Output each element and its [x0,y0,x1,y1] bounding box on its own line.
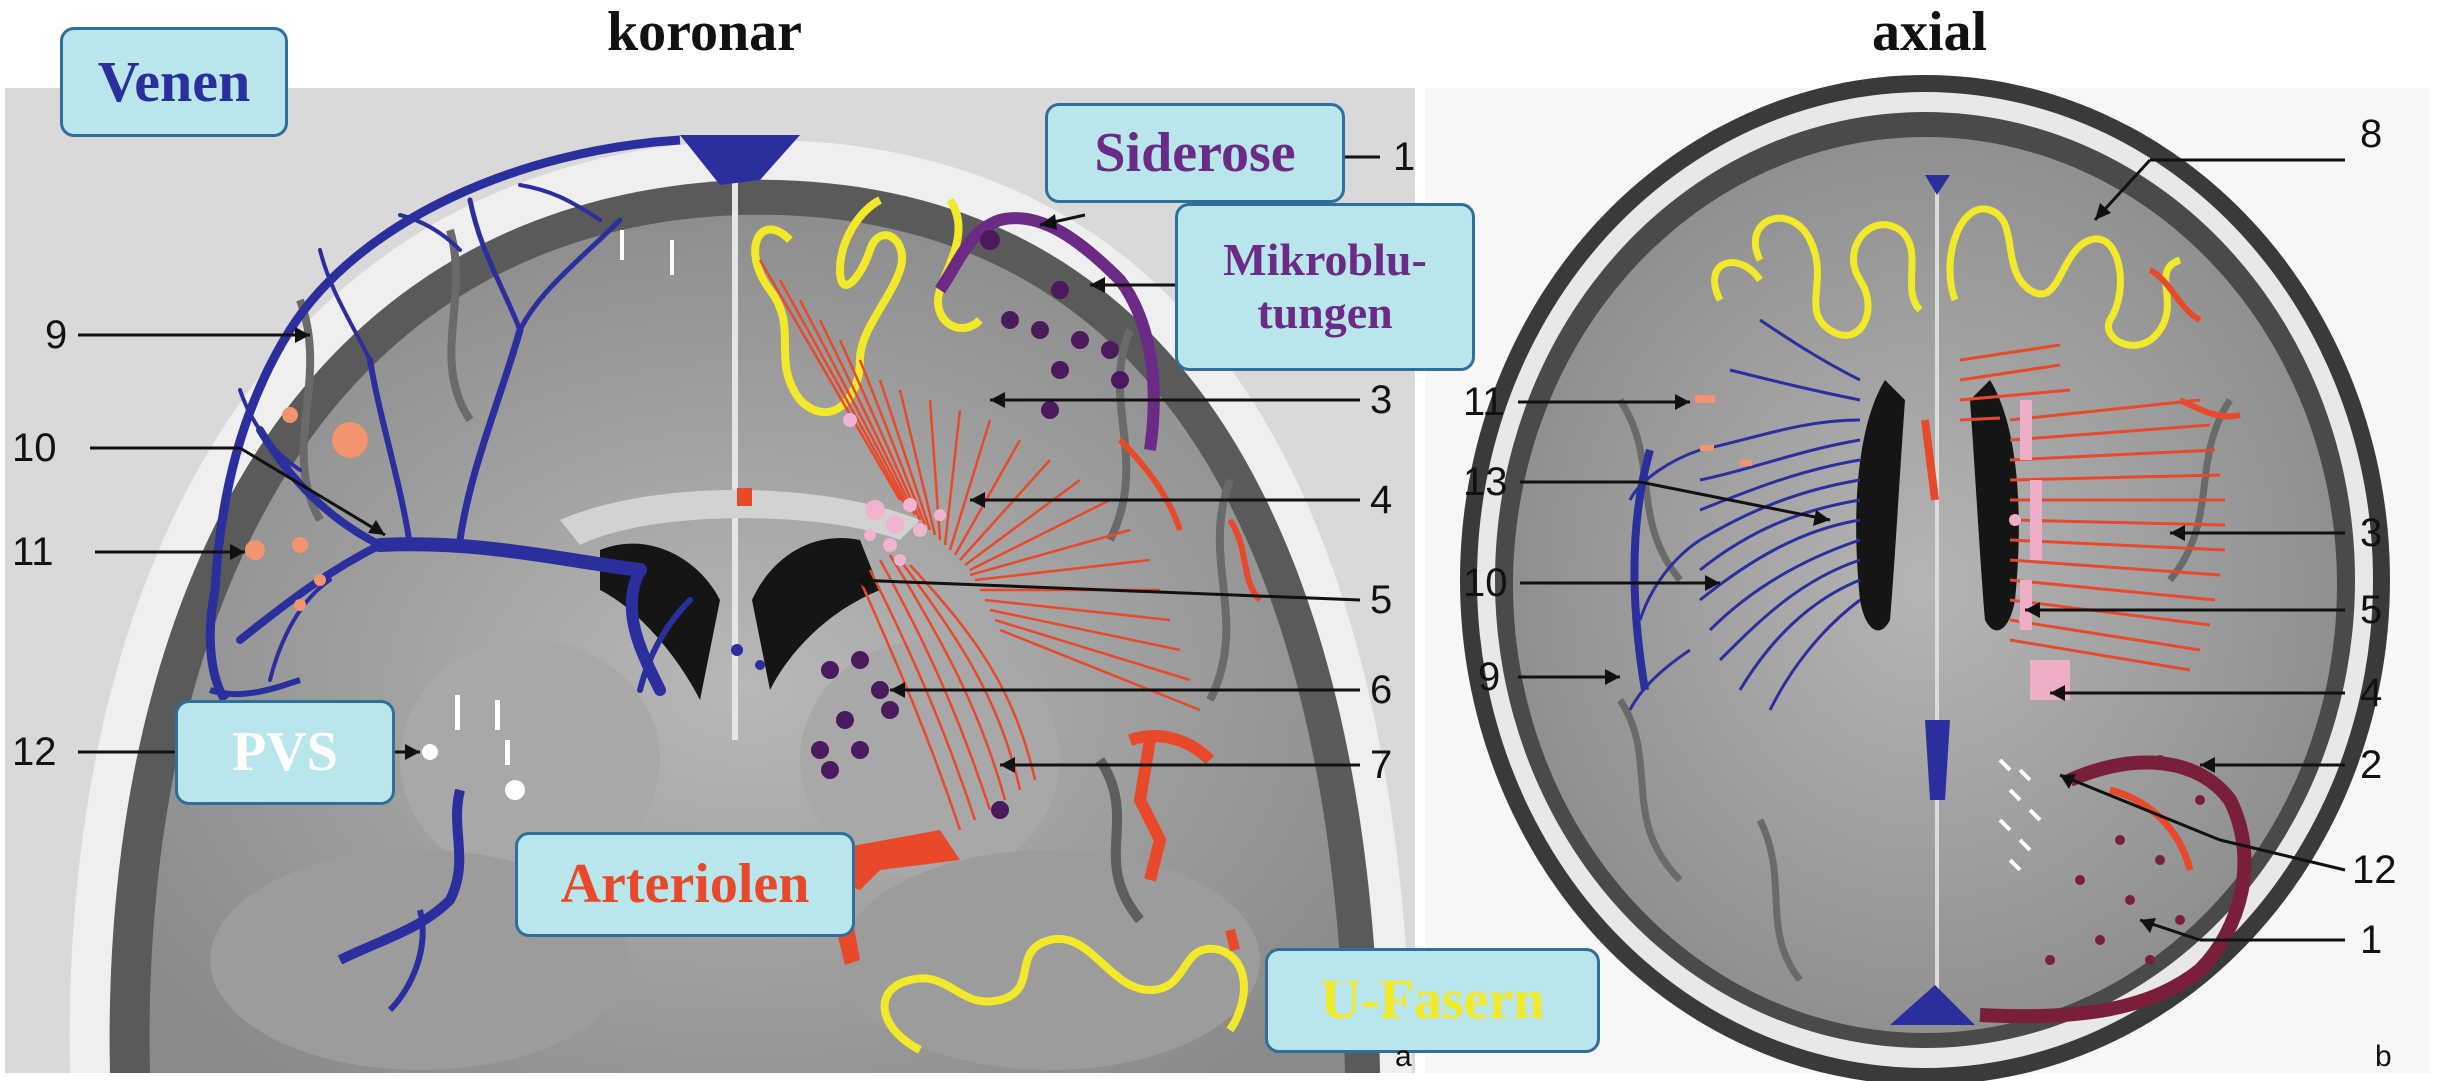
axial-title: axial [1872,0,1987,64]
axial-label-8: 8 [2360,112,2382,157]
axial-label-11: 11 [1463,380,1505,425]
label-mikroblutungen: Mikroblu- tungen [1175,203,1475,371]
coronal-label-1: 1 [1393,135,1415,180]
label-ufasern: U-Fasern [1265,948,1600,1053]
panel-label-b: b [2375,1040,2392,1074]
panel-label-a: a [1395,1040,1412,1074]
axial-label-1: 1 [2360,918,2382,963]
coronal-label-9: 9 [45,313,67,358]
coronal-label-5: 5 [1370,578,1392,623]
label-venen: Venen [60,27,288,137]
axial-label-13: 13 [1463,460,1508,505]
label-pvs: PVS [175,700,395,805]
axial-label-10: 10 [1463,561,1508,606]
coronal-label-6: 6 [1370,668,1392,713]
axial-label-5: 5 [2360,588,2382,633]
coronal-label-4: 4 [1370,478,1392,523]
axial-mri-image [1425,75,2430,1081]
coronal-label-12: 12 [12,730,57,775]
axial-label-3: 3 [2360,511,2382,556]
axial-label-4: 4 [2360,671,2382,716]
label-siderose: Siderose [1045,103,1345,203]
coronal-label-7: 7 [1370,743,1392,788]
coronal-label-3: 3 [1370,378,1392,423]
axial-label-9: 9 [1478,655,1500,700]
axial-label-2: 2 [2360,743,2382,788]
coronal-label-10: 10 [12,426,57,471]
axial-label-12: 12 [2352,848,2397,893]
coronal-label-11: 11 [12,530,54,575]
coronal-title: koronar [607,0,802,64]
label-arteriolen: Arteriolen [515,832,855,937]
